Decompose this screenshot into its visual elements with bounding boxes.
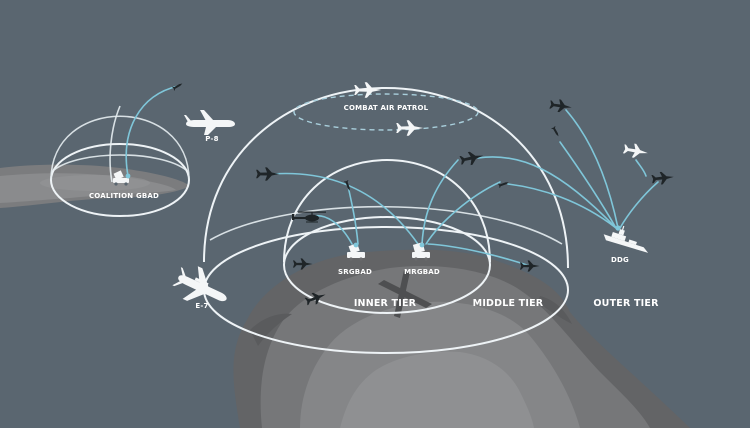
ddg-trail-east: [619, 181, 659, 229]
ddg-label: DDG: [611, 256, 629, 264]
ddg-trail-middle: [507, 183, 617, 229]
mrgbad-trail-northeast: [425, 181, 501, 245]
inner-tier-dome-arc: [283, 158, 491, 263]
ddg-trail-missile: [559, 141, 617, 229]
middle-tier-dome-arc: [203, 86, 569, 269]
hostile-aircraft: [172, 81, 675, 308]
helicopter-icon: [292, 211, 326, 223]
early-warning-aircraft-icon: [172, 266, 227, 302]
friendly-aircraft: [172, 82, 650, 302]
launch-points: [125, 173, 621, 248]
e7-label: E-7: [195, 302, 208, 310]
airfield-runways: [378, 270, 432, 318]
ddg-trail-west: [477, 156, 617, 229]
mrgbad-trail-east: [427, 243, 531, 267]
coalition-intercept-trail: [125, 85, 179, 177]
ground-assets: [113, 170, 649, 261]
destroyer-ship-icon: [603, 225, 649, 253]
patrol-aircraft-icon: [184, 110, 235, 135]
inner-tier-dome-base: [283, 216, 491, 314]
coalition-launcher-icon: [113, 170, 129, 186]
srgbad-trail-missile: [347, 185, 359, 245]
p8-label: P-8: [205, 135, 218, 143]
main-island-terrain: [233, 249, 690, 428]
outer-tier-label: OUTER TIER: [593, 298, 659, 309]
ddg-friendly-link: [635, 159, 647, 177]
middle-tier-label: MIDDLE TIER: [473, 298, 544, 309]
combat-air-patrol-orbit: [293, 93, 479, 131]
ddg-trail-north: [565, 109, 619, 229]
mrgbad-trail-west: [271, 172, 419, 245]
mrgbad-label: MRGBAD: [404, 268, 440, 276]
srgbad-label: SRGBAD: [338, 268, 372, 276]
coalition-gbad-label: COALITION GBAD: [89, 192, 159, 200]
coalition-dome-arc: [50, 115, 190, 181]
combat-air-patrol-label: COMBAT AIR PATROL: [344, 104, 429, 112]
left-island-terrain: [0, 164, 190, 208]
inner-tier-label: INNER TIER: [354, 298, 417, 309]
mrgbad-trail-north: [421, 159, 459, 245]
